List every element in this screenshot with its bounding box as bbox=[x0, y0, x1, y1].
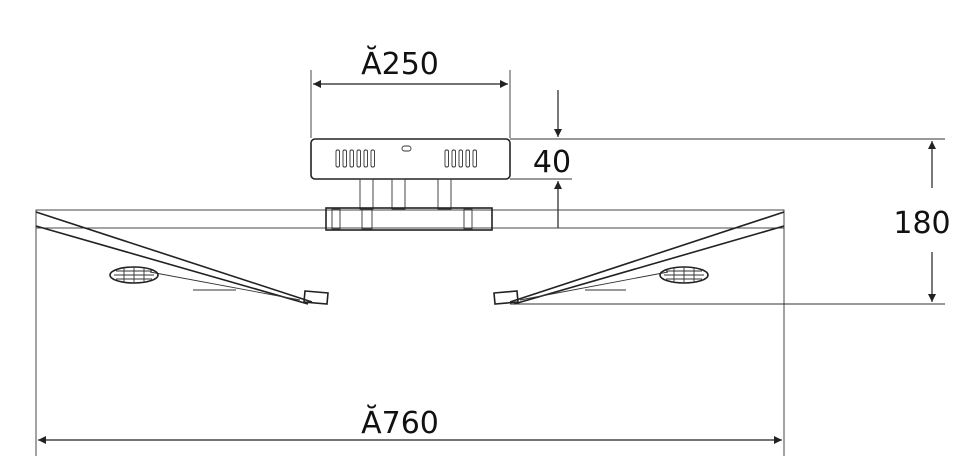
left-arm-bottom-edge bbox=[35, 225, 309, 305]
canopy-height-label: 40 bbox=[533, 145, 571, 180]
fixture-bar bbox=[35, 207, 785, 231]
support-rod-left bbox=[359, 178, 374, 210]
center-hub bbox=[325, 207, 493, 231]
left-arm-inner-line bbox=[149, 271, 301, 301]
right-arm-inner-line bbox=[519, 271, 669, 301]
left-arm-tip bbox=[303, 290, 329, 305]
total-height-dimension: 180 bbox=[510, 141, 951, 305]
vent-left bbox=[335, 149, 375, 168]
overall-diameter-label: Ă760 bbox=[361, 404, 439, 441]
vent-right bbox=[444, 149, 477, 168]
right-arm bbox=[493, 211, 785, 305]
left-arm bbox=[35, 211, 329, 305]
overall-diameter-dimension: Ă760 bbox=[35, 228, 785, 456]
hub-segment-right bbox=[463, 208, 473, 230]
support-rod-center bbox=[391, 178, 406, 210]
canopy-diameter-label: Ă250 bbox=[361, 45, 439, 82]
right-lamp-head bbox=[659, 266, 709, 284]
left-lamp-head bbox=[109, 266, 159, 284]
hub-segment-left bbox=[331, 208, 341, 230]
right-arm-bottom-edge bbox=[513, 225, 785, 305]
main-bar bbox=[35, 209, 785, 229]
hub-segment-mid bbox=[361, 208, 373, 230]
canopy-body bbox=[310, 138, 511, 180]
total-height-label: 180 bbox=[893, 206, 950, 241]
indicator-led bbox=[401, 145, 412, 152]
canopy bbox=[310, 138, 511, 210]
right-arm-top-edge bbox=[509, 211, 785, 303]
right-arm-tip bbox=[493, 290, 519, 305]
left-arm-top-edge bbox=[35, 211, 313, 303]
support-rod-right bbox=[437, 178, 452, 210]
canopy-height-dimension: 40 bbox=[510, 90, 945, 228]
canopy-diameter-dimension: Ă250 bbox=[310, 45, 511, 138]
